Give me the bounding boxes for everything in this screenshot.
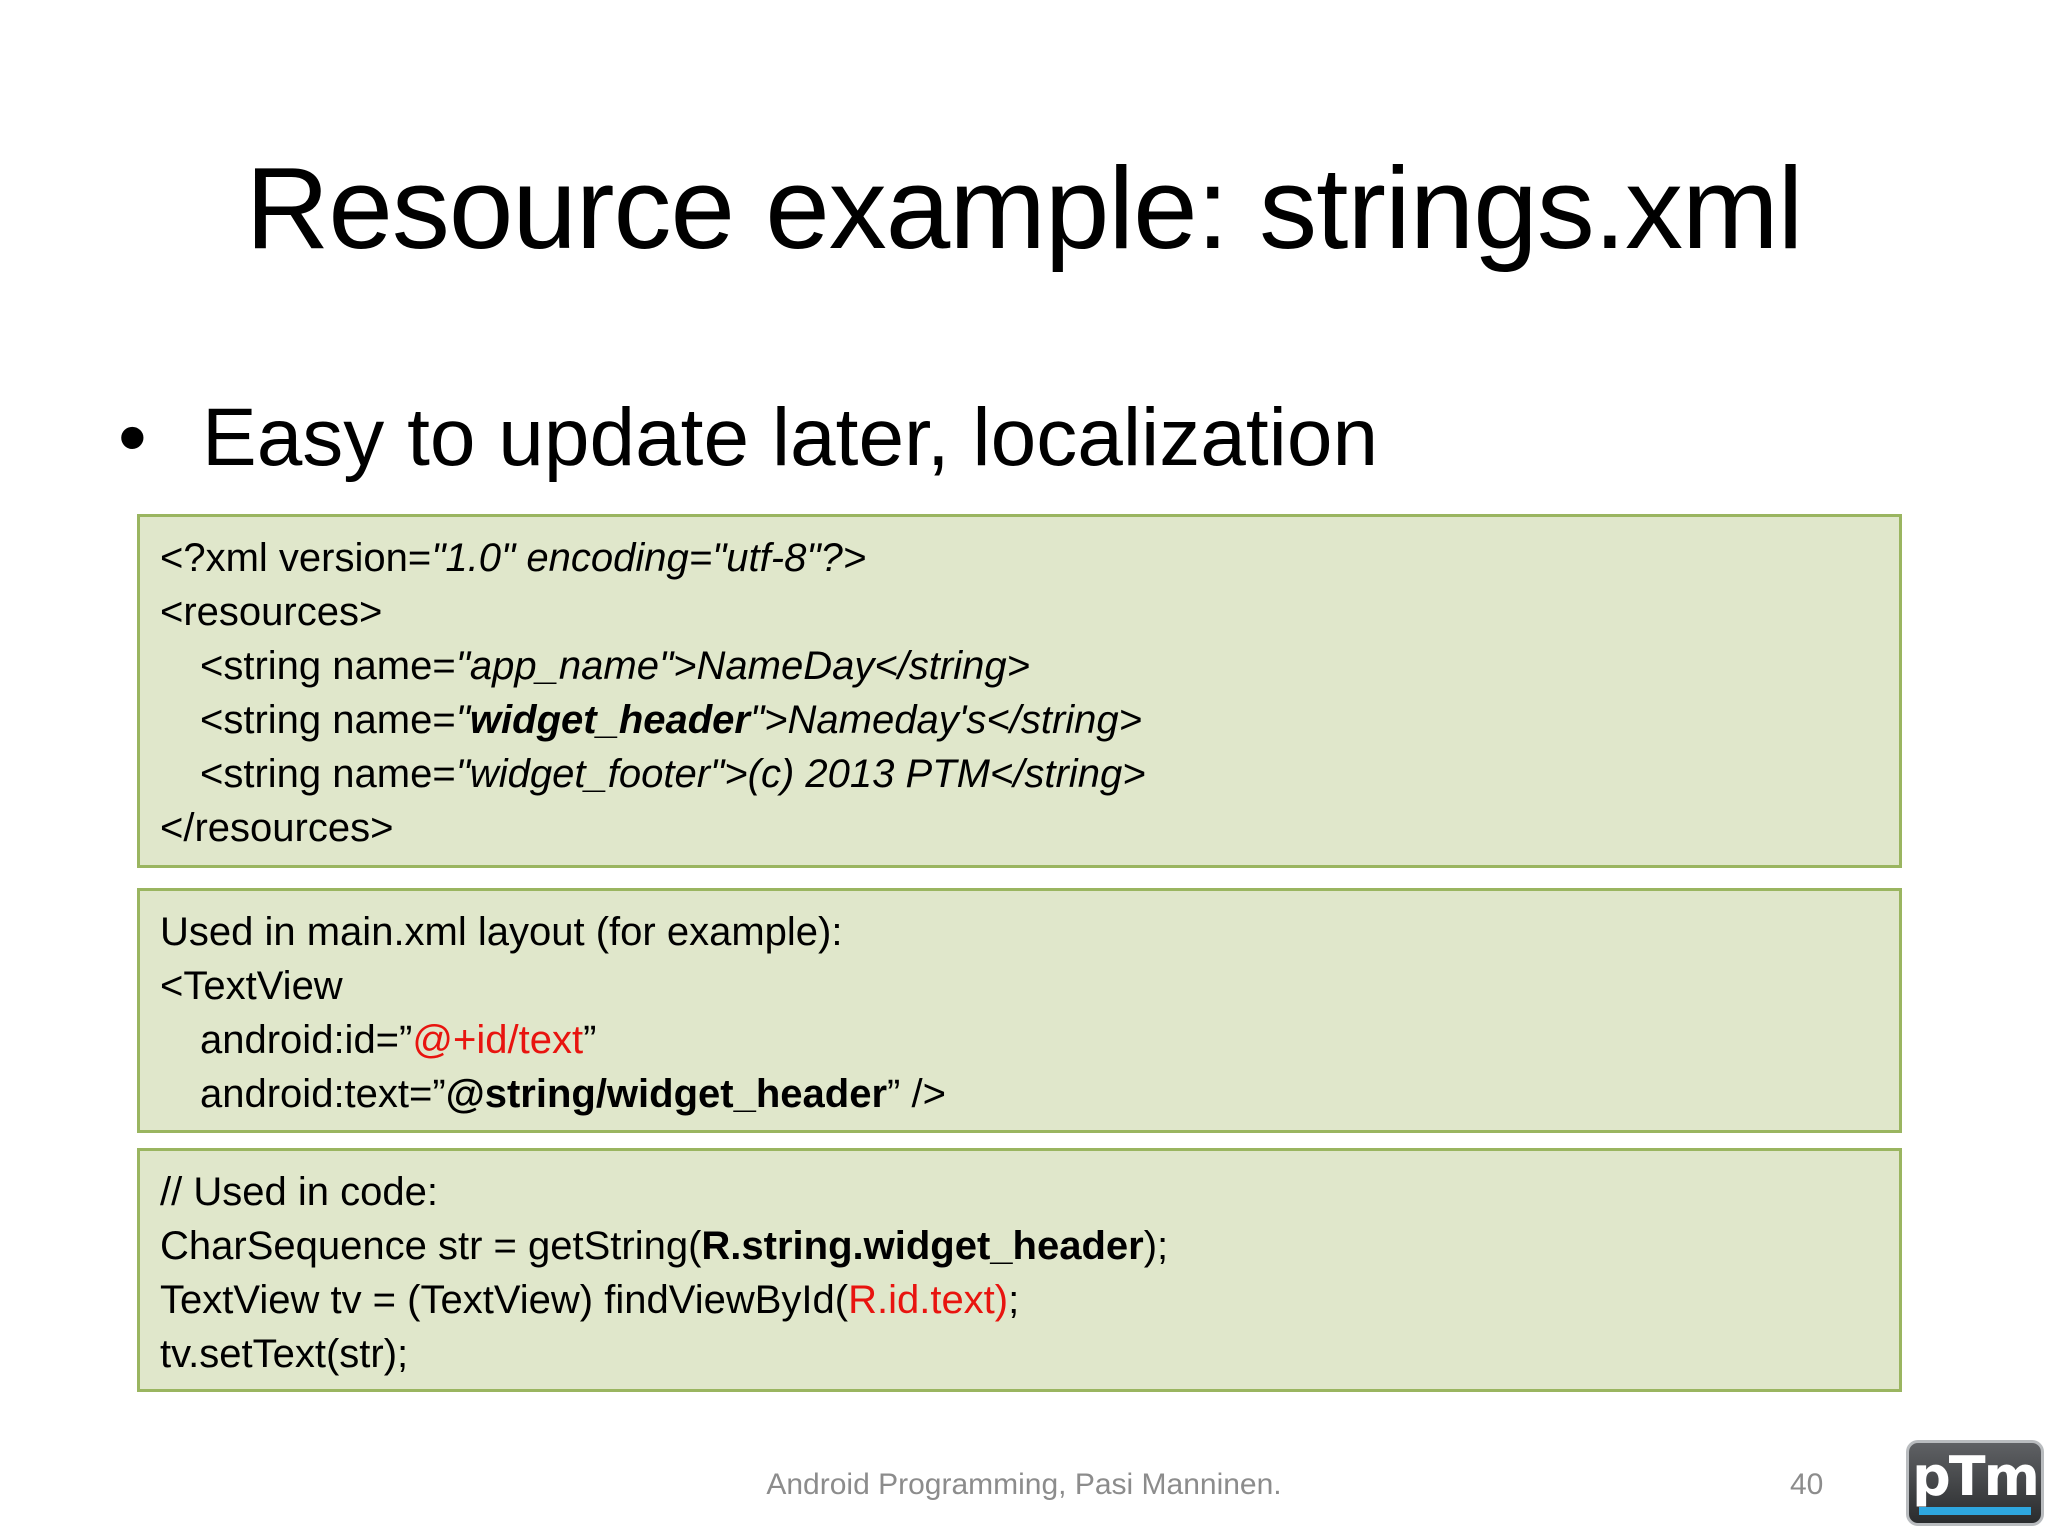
page-number: 40: [1790, 1468, 1824, 1501]
code-line: </resources>: [160, 806, 394, 850]
code-line: CharSequence str = getString(R.string.wi…: [160, 1224, 1169, 1268]
code-line: <resources>: [160, 590, 383, 634]
ptm-logo: pTm: [1906, 1440, 2044, 1526]
logo-underline: [1919, 1507, 2031, 1515]
java-code-box: // Used in code: CharSequence str = getS…: [137, 1148, 1902, 1392]
slide-title: Resource example: strings.xml: [245, 143, 1804, 273]
bullet-dot: •: [118, 392, 147, 483]
code-line: android:text=”@string/widget_header” />: [200, 1072, 946, 1116]
bullet-text: Easy to update later, localization: [202, 392, 1379, 483]
code-line: TextView tv = (TextView) findViewById(R.…: [160, 1278, 1020, 1322]
code-line: <?xml version="1.0" encoding="utf-8"?>: [160, 536, 867, 580]
code-line: // Used in code:: [160, 1170, 438, 1214]
xml-code-box: <?xml version="1.0" encoding="utf-8"?> <…: [137, 514, 1902, 868]
code-line: android:id=”@+id/text”: [200, 1018, 597, 1062]
layout-code-box: Used in main.xml layout (for example): <…: [137, 888, 1902, 1133]
bullet-item: • Easy to update later, localization: [118, 388, 1378, 488]
code-line: Used in main.xml layout (for example):: [160, 910, 843, 954]
logo-text: pTm: [1912, 1445, 2040, 1508]
code-line: <string name="app_name">NameDay</string>: [200, 644, 1030, 688]
slide-footer: Android Programming, Pasi Manninen.: [766, 1468, 1282, 1501]
code-line: tv.setText(str);: [160, 1332, 409, 1376]
code-line: <string name="widget_footer">(c) 2013 PT…: [200, 752, 1146, 796]
code-line: <string name="widget_header">Nameday's</…: [200, 698, 1143, 742]
code-line: <TextView: [160, 964, 343, 1008]
